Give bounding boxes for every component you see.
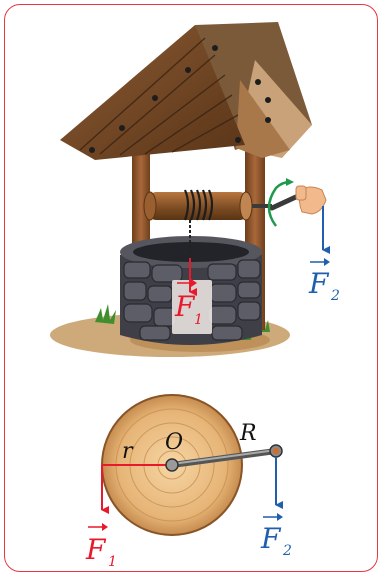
roof [60, 22, 312, 160]
wheel-force2-subscript: 2 [282, 543, 292, 559]
large-radius-label: R [239, 421, 257, 446]
well-illustration: F 1 F 2 [50, 22, 340, 357]
well-force2-symbol: F [308, 267, 330, 300]
center-label: O [165, 430, 183, 455]
well-force1-symbol: F [174, 290, 196, 323]
well-force2-subscript: 2 [330, 288, 340, 304]
wheel-force1-label: F 1 [85, 523, 117, 570]
well-force1-subscript: 1 [194, 312, 203, 328]
wheel-force2-symbol: F [260, 522, 282, 555]
wheel-force1-symbol: F [85, 533, 107, 566]
wheel-force2-label: F 2 [260, 513, 292, 559]
wheel-diagram: O r R F 1 F 2 [85, 395, 292, 570]
center-point [166, 459, 178, 471]
well-force2-label: F 2 [308, 258, 340, 304]
small-radius-label: r [122, 439, 134, 464]
wheel-force1-subscript: 1 [108, 554, 117, 570]
